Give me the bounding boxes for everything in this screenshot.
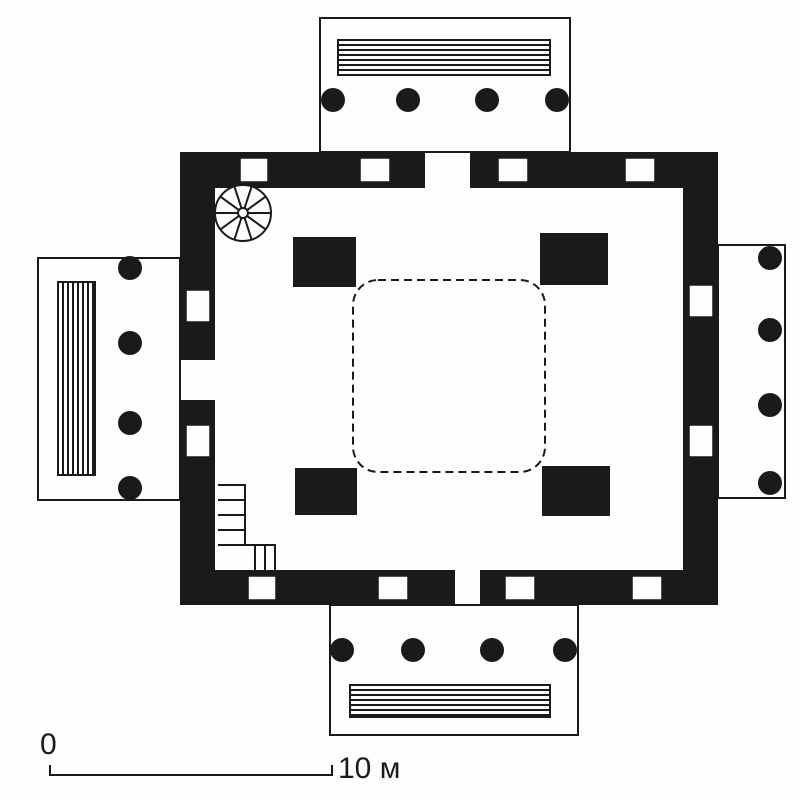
west-stairs [57,281,96,476]
south-stairs [349,684,551,718]
north-stairs [337,39,551,76]
stair-step [246,195,267,211]
stair-step [246,215,267,231]
north-portico [319,17,571,153]
stair-step [233,217,243,240]
stair-step [233,186,243,209]
west-portico [37,257,181,501]
scale-zero-label: 0 [40,728,57,761]
east-portico [717,244,786,499]
scale-bar [49,765,333,776]
spiral-staircase [214,184,272,242]
scale-length-label: 10 м [338,752,401,785]
stair-step [243,217,253,240]
central-dome-outline [352,279,546,473]
stair-step [219,195,240,211]
piers [293,233,610,516]
window-niches [185,157,714,601]
stair-step [243,186,253,209]
stair-step [219,215,240,231]
columns [118,88,782,662]
inner-staircase [218,484,276,570]
